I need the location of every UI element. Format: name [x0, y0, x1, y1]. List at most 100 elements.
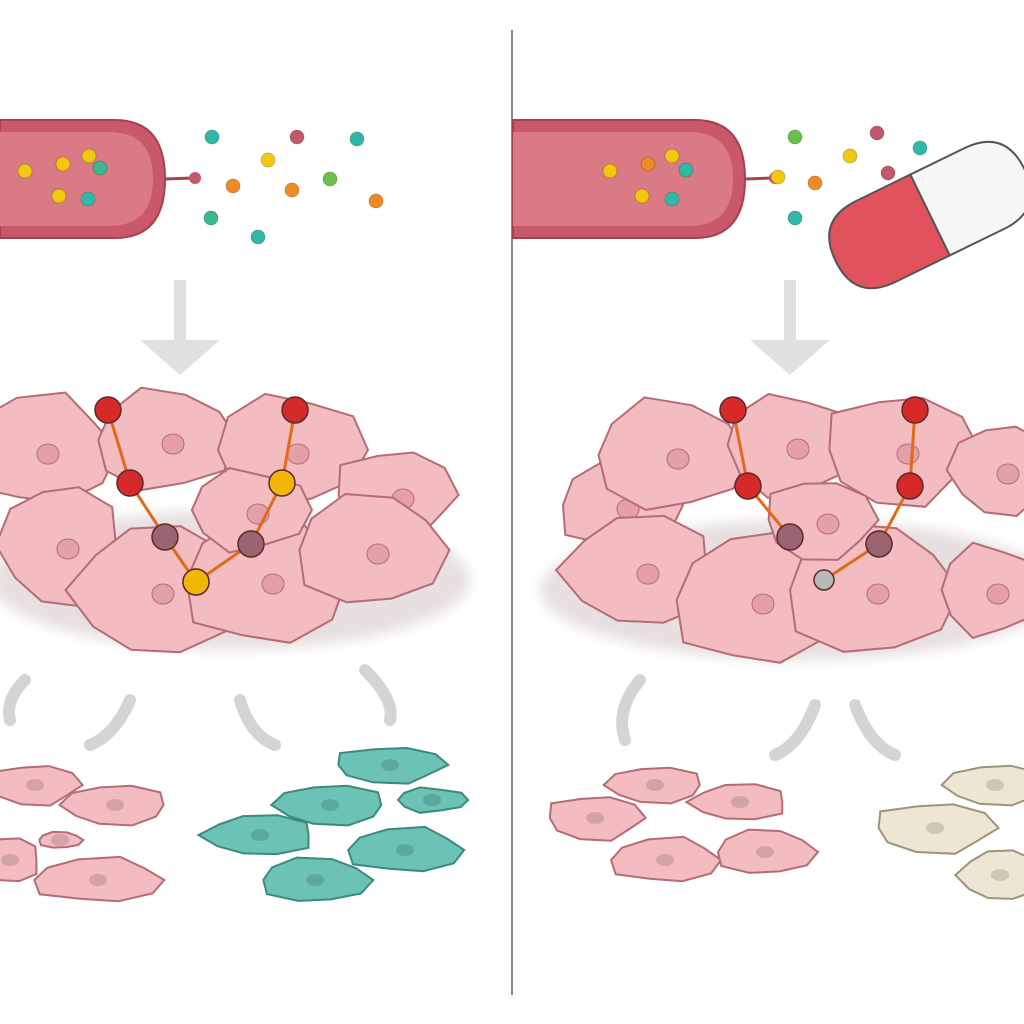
- drug-particle: [349, 131, 365, 147]
- drug-capsule: [828, 140, 1024, 290]
- cell-nucleus: [261, 573, 285, 595]
- vessel-lumen: [0, 132, 153, 226]
- damaged-cell: [196, 814, 310, 856]
- damaged-cell-nucleus: [396, 844, 414, 856]
- drug-particle: [260, 152, 276, 168]
- healthy-cell-nucleus: [586, 812, 604, 824]
- drug-particle: [92, 160, 108, 176]
- signaling-node: [237, 530, 265, 558]
- recovered-cell-nucleus: [986, 779, 1004, 791]
- drug-particle: [807, 175, 823, 191]
- drug-particle: [204, 129, 220, 145]
- damaged-cell: [262, 856, 375, 902]
- drug-particle: [602, 163, 618, 179]
- drug-particle: [289, 129, 305, 145]
- curved-arrow: [84, 694, 136, 751]
- healthy-cell-nucleus: [26, 779, 44, 791]
- drug-particle: [55, 156, 71, 172]
- drug-particle: [203, 210, 219, 226]
- curved-arrow: [234, 694, 281, 751]
- cell-nucleus: [751, 593, 775, 615]
- curved-arrow: [616, 674, 646, 746]
- hepatocyte: [554, 514, 708, 624]
- drug-particle: [678, 162, 694, 178]
- cell-nucleus: [286, 443, 310, 465]
- damaged-cell-nucleus: [306, 874, 324, 886]
- drug-particle: [51, 188, 67, 204]
- signaling-node: [116, 469, 144, 497]
- cell-nucleus: [816, 513, 840, 535]
- curved-arrow: [359, 664, 397, 726]
- drug-particle: [787, 210, 803, 226]
- drug-particle: [284, 182, 300, 198]
- signaling-node: [151, 523, 179, 551]
- drug-particle: [770, 169, 786, 185]
- cell-nucleus: [151, 583, 175, 605]
- capsule-white-half: [908, 140, 1024, 257]
- healthy-cell: [602, 766, 701, 805]
- signaling-node: [94, 396, 122, 424]
- drug-particle: [368, 193, 384, 209]
- healthy-cell-nucleus: [89, 874, 107, 886]
- hepatocyte: [945, 425, 1024, 517]
- left-panel: [0, 119, 470, 903]
- drug-particle: [842, 148, 858, 164]
- healthy-cell-nucleus: [646, 779, 664, 791]
- drug-particle: [869, 125, 885, 141]
- drug-particle: [912, 140, 928, 156]
- drug-particle: [664, 191, 680, 207]
- drug-particle: [17, 163, 33, 179]
- healthy-cell: [38, 830, 85, 849]
- recovered-cell: [953, 849, 1024, 900]
- signaling-node: [182, 568, 210, 596]
- signaling-node: [896, 472, 924, 500]
- recovered-cell: [877, 803, 1001, 855]
- damaged-cell: [269, 784, 383, 827]
- vessel-lumen: [513, 132, 733, 226]
- healthy-cell: [0, 837, 38, 883]
- drug-particle: [225, 178, 241, 194]
- drug-particle: [640, 156, 656, 172]
- vessel-outflow-droplet: [189, 172, 201, 184]
- cell-nucleus: [36, 443, 60, 465]
- damaged-cell: [337, 746, 451, 785]
- drug-particle: [634, 188, 650, 204]
- healthy-cell-nucleus: [51, 834, 69, 846]
- blood-vessel: [512, 119, 781, 239]
- drug-particle: [81, 148, 97, 164]
- signaling-node: [776, 523, 804, 551]
- cell-nucleus: [666, 448, 690, 470]
- healthy-cell-nucleus: [656, 854, 674, 866]
- blood-vessel: [0, 119, 201, 239]
- damaged-cell: [396, 786, 470, 814]
- signaling-pathway: [823, 409, 917, 582]
- recovered-cell: [940, 764, 1024, 807]
- cell-nucleus: [986, 583, 1010, 605]
- hepatocyte: [940, 541, 1024, 640]
- capsule-red-half: [828, 173, 952, 290]
- signaling-node: [719, 396, 747, 424]
- recovered-cell-nucleus: [926, 822, 944, 834]
- down-arrow: [140, 280, 220, 375]
- signaling-node: [268, 469, 296, 497]
- cell-nucleus: [996, 463, 1020, 485]
- drug-particle: [80, 191, 96, 207]
- healthy-cell-nucleus: [106, 799, 124, 811]
- cell-nucleus: [56, 538, 80, 560]
- signaling-node: [813, 569, 835, 591]
- vessel-outflow: [744, 176, 774, 181]
- signaling-node: [281, 396, 309, 424]
- damaged-cell: [347, 825, 466, 873]
- drug-particle: [664, 148, 680, 164]
- healthy-cell-nucleus: [756, 846, 774, 858]
- signaling-pathway: [106, 409, 198, 583]
- recovered-cell-nucleus: [991, 869, 1009, 881]
- signaling-node: [865, 530, 893, 558]
- drug-particle: [250, 229, 266, 245]
- drug-particle: [880, 165, 896, 181]
- healthy-cell-nucleus: [731, 796, 749, 808]
- healthy-cell: [57, 784, 165, 827]
- signaling-pathway: [195, 409, 297, 584]
- damaged-cell-nucleus: [381, 759, 399, 771]
